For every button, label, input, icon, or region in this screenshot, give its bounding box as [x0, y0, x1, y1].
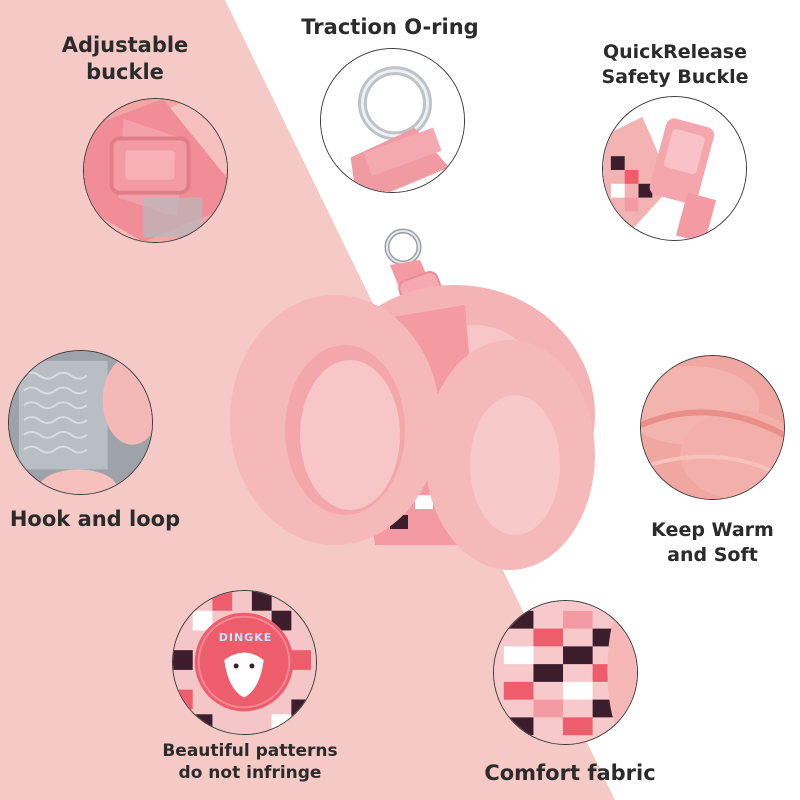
keep-warm-photo: [640, 355, 785, 500]
quick-release-label: QuickRelease Safety Buckle: [601, 41, 749, 88]
patterns-label: Beautiful patterns do not infringe: [162, 741, 338, 784]
adjustable-buckle-photo: [83, 98, 228, 243]
hook-and-loop-photo: [8, 350, 153, 495]
patterns-photo: DINGKE: [172, 590, 317, 735]
harness-product-image: [230, 228, 595, 570]
keep-warm-label: Keep Warm and Soft: [651, 519, 774, 566]
quick-release-photo: [602, 96, 747, 241]
hook-and-loop-label: Hook and loop: [9, 507, 181, 531]
traction-oring-photo: [320, 48, 465, 193]
comfort-fabric-photo: [493, 600, 638, 745]
brand-patch-text: DINGKE: [218, 631, 273, 644]
adjustable-buckle-label: Adjustable buckle: [61, 33, 189, 85]
comfort-fabric-label: Comfort fabric: [484, 761, 656, 785]
traction-oring-label: Traction O-ring: [301, 15, 479, 39]
